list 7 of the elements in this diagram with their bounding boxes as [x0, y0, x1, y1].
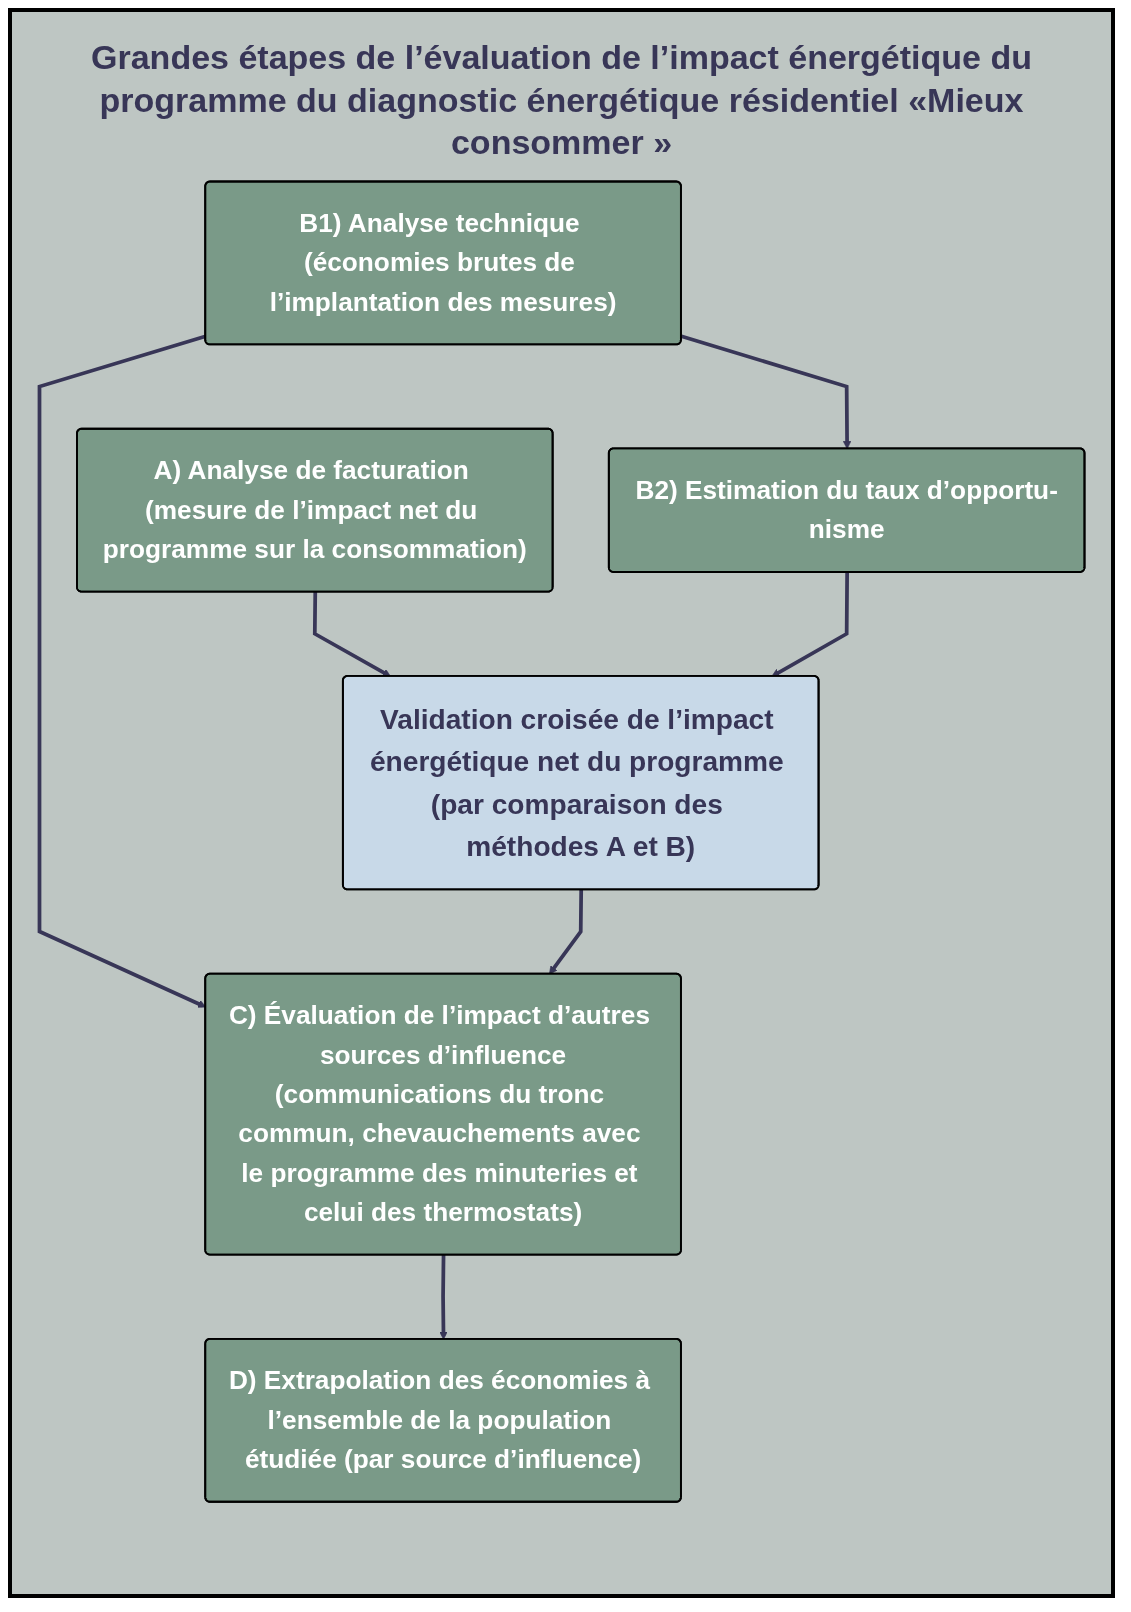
arrow [438, 1254, 448, 1340]
arrow [312, 591, 391, 677]
arrow [771, 571, 849, 677]
arrow [548, 889, 583, 974]
arrow [680, 333, 851, 449]
arrow [37, 333, 206, 1008]
diagram-title: Grandes étapes de l’évaluation de l’impact énergétique du programme du diagnostic énergétique résidentiel «Mieux consommer » [90, 37, 1033, 163]
